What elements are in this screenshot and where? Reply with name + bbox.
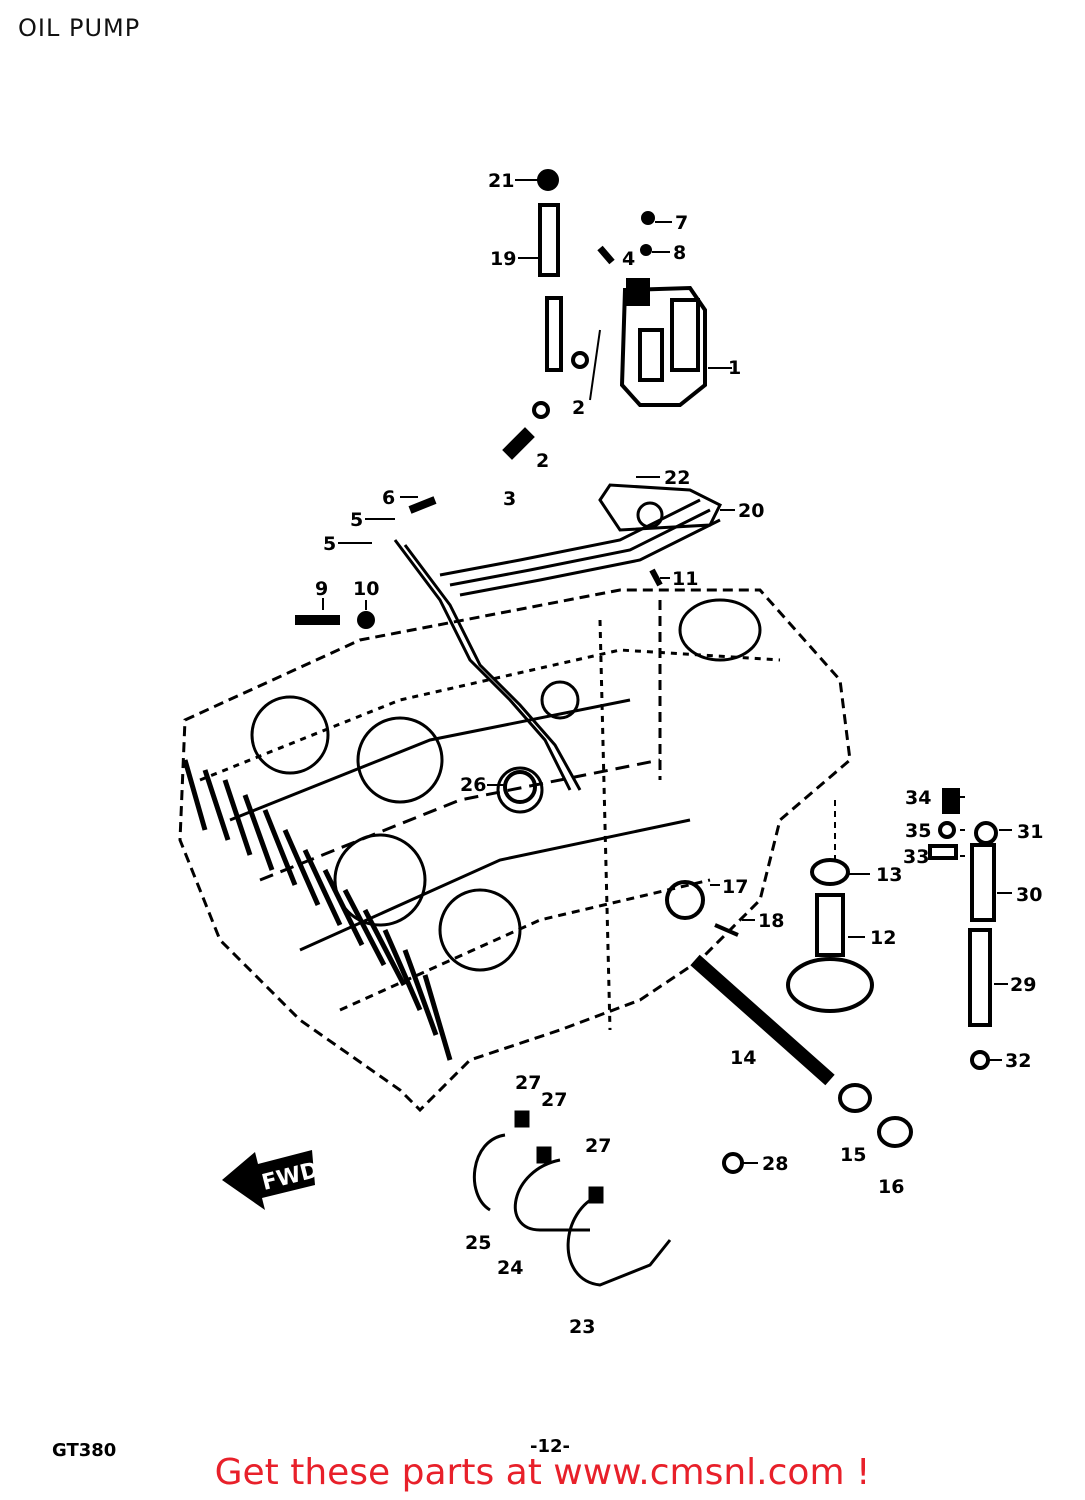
callout-4: 4 xyxy=(622,248,635,270)
drive-shaft-assembly xyxy=(503,770,998,1174)
callout-6: 6 xyxy=(382,487,395,509)
callout-27c: 27 xyxy=(585,1135,611,1157)
page-number: -12- xyxy=(530,1436,570,1457)
callout-27a: 27 xyxy=(515,1072,541,1094)
callout-30: 30 xyxy=(1016,884,1042,906)
callout-25: 25 xyxy=(465,1232,491,1254)
callout-5b: 5 xyxy=(323,533,336,555)
callout-29: 29 xyxy=(1010,974,1036,996)
callout-33: 33 xyxy=(903,846,929,868)
callout-18: 18 xyxy=(758,910,784,932)
callout-labels: 1 2 2 3 4 5 5 6 7 8 9 10 11 12 13 14 15 … xyxy=(315,170,1043,1338)
callout-9: 9 xyxy=(315,578,328,600)
callout-28: 28 xyxy=(762,1153,788,1175)
callout-34: 34 xyxy=(905,787,931,809)
callout-17: 17 xyxy=(722,876,748,898)
oil-pump-body xyxy=(619,278,707,407)
callout-32: 32 xyxy=(1005,1050,1031,1072)
callout-2b: 2 xyxy=(536,450,549,472)
callout-10: 10 xyxy=(353,578,379,600)
callout-15: 15 xyxy=(840,1144,866,1166)
callout-2a: 2 xyxy=(572,397,585,419)
callout-19: 19 xyxy=(490,248,516,270)
footer-banner: Get these parts at www.cmsnl.com ! xyxy=(0,1452,1085,1493)
callout-35: 35 xyxy=(905,820,931,842)
callout-20: 20 xyxy=(738,500,764,522)
callout-11: 11 xyxy=(672,568,698,590)
callout-16: 16 xyxy=(878,1176,904,1198)
cable-fittings xyxy=(295,169,663,629)
callout-26: 26 xyxy=(460,774,486,796)
callout-27b: 27 xyxy=(541,1089,567,1111)
callout-12: 12 xyxy=(870,927,896,949)
callout-8: 8 xyxy=(673,242,686,264)
callout-23: 23 xyxy=(569,1316,595,1338)
oil-line-bundle xyxy=(393,483,723,791)
callout-21: 21 xyxy=(488,170,514,192)
callout-3: 3 xyxy=(503,488,516,510)
callout-7: 7 xyxy=(675,212,688,234)
crankcase-drawing xyxy=(178,588,852,1113)
callout-leaders xyxy=(322,179,1012,1164)
callout-22: 22 xyxy=(664,467,690,489)
callout-13: 13 xyxy=(876,864,902,886)
callout-31: 31 xyxy=(1017,821,1043,843)
model-code: GT380 xyxy=(52,1440,117,1461)
oil-pipes-bottom xyxy=(473,1110,672,1287)
cmsnl-link[interactable]: Get these parts at www.cmsnl.com ! xyxy=(214,1452,871,1493)
fwd-arrow: FWD xyxy=(222,1150,321,1210)
callout-24: 24 xyxy=(497,1257,523,1279)
callout-1: 1 xyxy=(728,357,741,379)
callout-5a: 5 xyxy=(350,509,363,531)
page-title: OIL PUMP xyxy=(18,14,141,42)
callout-14: 14 xyxy=(730,1047,756,1069)
